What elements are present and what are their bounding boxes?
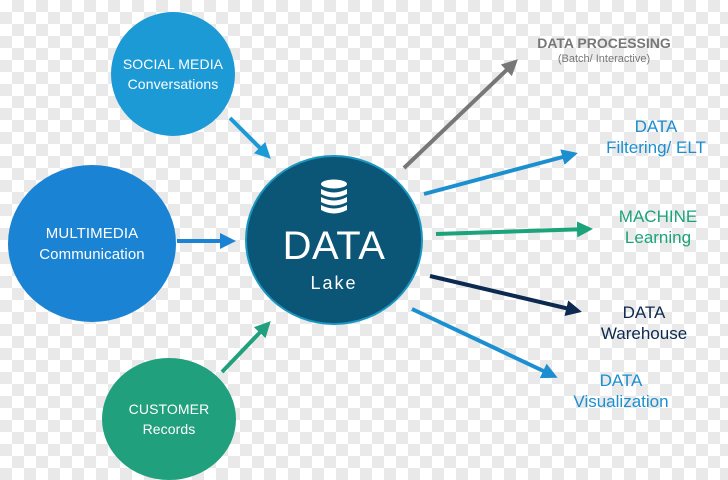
destination-data-processing-title: DATA PROCESSING: [537, 35, 671, 51]
source-customer: CUSTOMER Records: [102, 358, 236, 480]
hub-title: DATA: [282, 224, 386, 268]
destination-machine-learning: MACHINE Learning: [598, 206, 718, 248]
destination-machine-learning-title: MACHINE: [618, 207, 698, 226]
source-social-media-title: SOCIAL MEDIA: [122, 56, 224, 72]
destination-data-warehouse: DATA Warehouse: [586, 302, 702, 344]
arrow-customer-to-hub: [220, 321, 271, 374]
destination-machine-learning-subtitle: Learning: [624, 228, 692, 247]
source-social-media-subtitle: Conversations: [127, 76, 219, 92]
arrow-hub-to-visualization: [411, 307, 558, 379]
destination-data-filtering-subtitle: Filtering/ ELT: [606, 138, 706, 157]
arrow-hub-to-warehouse: [429, 274, 582, 317]
arrow-social-to-hub: [228, 116, 271, 159]
destination-data-warehouse-title: DATA: [622, 303, 666, 322]
source-multimedia-subtitle: Communication: [39, 245, 145, 263]
destination-data-visualization-subtitle: Visualization: [573, 392, 669, 411]
hub-subtitle: Lake: [310, 273, 358, 293]
destination-data-visualization: DATA Visualization: [548, 370, 694, 412]
destination-data-visualization-title: DATA: [599, 371, 643, 390]
source-multimedia-title: MULTIMEDIA: [45, 224, 139, 242]
source-customer-title: CUSTOMER: [128, 401, 210, 417]
database-icon: [321, 179, 347, 214]
arrow-hub-to-processing: [402, 59, 518, 170]
data-lake-hub: DATA Lake: [245, 155, 423, 325]
destination-data-warehouse-subtitle: Warehouse: [600, 324, 688, 343]
destination-data-processing: DATA PROCESSING (Batch/ Interactive): [520, 34, 688, 67]
arrow-hub-to-machine: [435, 221, 593, 238]
destination-data-processing-subtitle: (Batch/ Interactive): [557, 53, 651, 65]
arrow-hub-to-filtering: [423, 149, 578, 196]
source-customer-subtitle: Records: [142, 421, 196, 437]
destination-data-filtering: DATA Filtering/ ELT: [590, 116, 722, 158]
destination-data-filtering-title: DATA: [634, 117, 678, 136]
source-social-media: SOCIAL MEDIA Conversations: [111, 12, 235, 136]
source-multimedia: MULTIMEDIA Communication: [8, 165, 176, 322]
